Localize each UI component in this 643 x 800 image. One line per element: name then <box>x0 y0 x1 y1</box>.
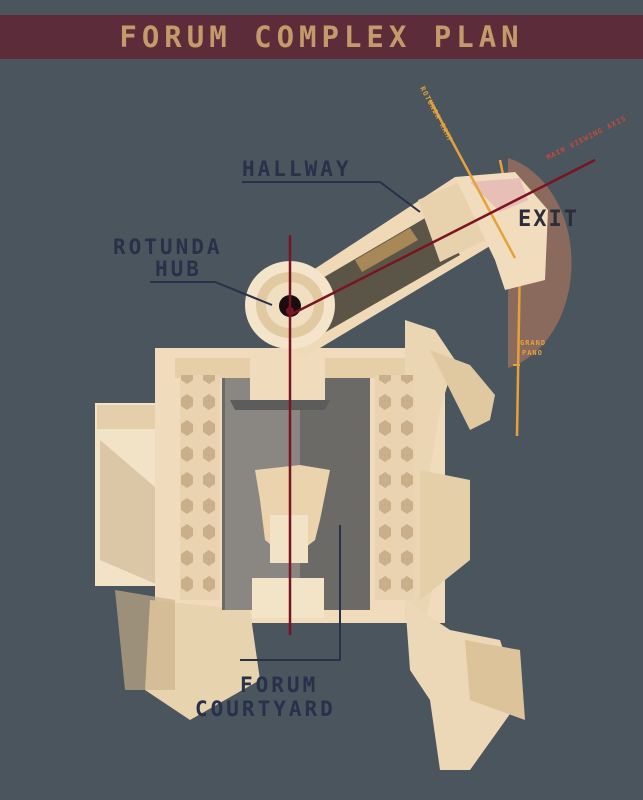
forum-courtyard-label-line2: COURTYARD <box>195 697 336 721</box>
hallway-label: HALLWAY <box>242 157 352 181</box>
rotunda-ramp-line <box>428 99 517 259</box>
rotunda-hub-label-line2: HUB <box>155 257 202 281</box>
rotunda-ramp-label: ROTUNDA RAMP <box>418 85 454 144</box>
main-viewing-axis-label: MAIN VIEWING AXIS <box>545 114 628 161</box>
hallway-leader <box>242 181 421 213</box>
forum-building <box>95 320 525 770</box>
main-viewing-axis-line <box>289 158 596 317</box>
title-banner <box>0 15 643 59</box>
rotunda-hub-label-line1: ROTUNDA <box>113 235 223 259</box>
rotunda-leader <box>150 281 273 306</box>
page-title: FORUM COMPLEX PLAN <box>119 20 524 54</box>
exit-label: EXIT <box>518 207 579 232</box>
grand-pano-label-line1: GRAND <box>520 339 546 347</box>
forum-courtyard-label-line1: FORUM <box>240 673 318 697</box>
grand-pano-label-line2: PANO <box>522 349 543 357</box>
forum-leader <box>240 525 341 661</box>
